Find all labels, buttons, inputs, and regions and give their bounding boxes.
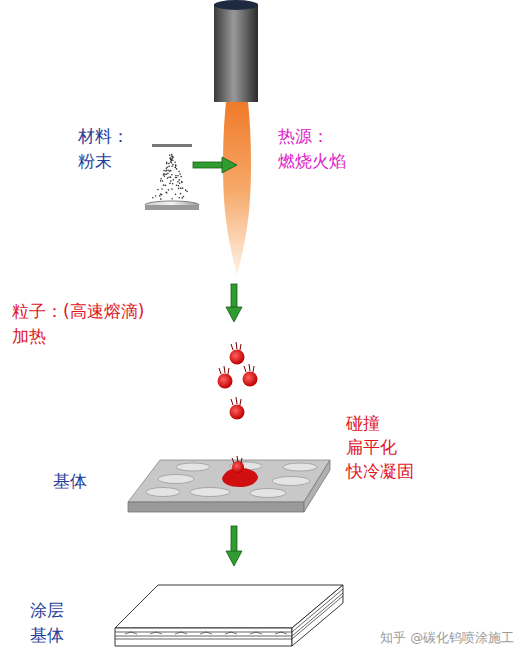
substrate-plate bbox=[128, 456, 330, 512]
feed-arrow bbox=[193, 157, 237, 173]
combustion-flame bbox=[223, 102, 251, 276]
particle-heading: 粒子：(高速熔滴) bbox=[12, 301, 144, 321]
process-step: 快冷凝固 bbox=[346, 461, 414, 481]
spray-gun bbox=[214, 0, 258, 102]
process-step: 扁平化 bbox=[346, 437, 397, 457]
part-name: 基体 bbox=[30, 625, 64, 645]
flow-arrow bbox=[226, 284, 242, 322]
part-name: 涂层 bbox=[30, 600, 64, 620]
watermark: 知乎 @碳化钨喷涂施工 bbox=[380, 628, 514, 648]
coated-substrate bbox=[115, 585, 343, 646]
process-step: 碰撞 bbox=[346, 413, 380, 433]
material-name: 粉末 bbox=[78, 151, 112, 171]
material-heading: 材料： bbox=[78, 126, 129, 146]
powder-feeder bbox=[145, 144, 199, 210]
process-step: 加热 bbox=[12, 326, 46, 346]
part-name: 基体 bbox=[53, 471, 87, 491]
heat-source-name: 燃烧火焰 bbox=[278, 151, 346, 171]
molten-droplets bbox=[218, 342, 258, 420]
heat-source-heading: 热源： bbox=[278, 126, 329, 146]
flow-arrow bbox=[226, 526, 242, 566]
